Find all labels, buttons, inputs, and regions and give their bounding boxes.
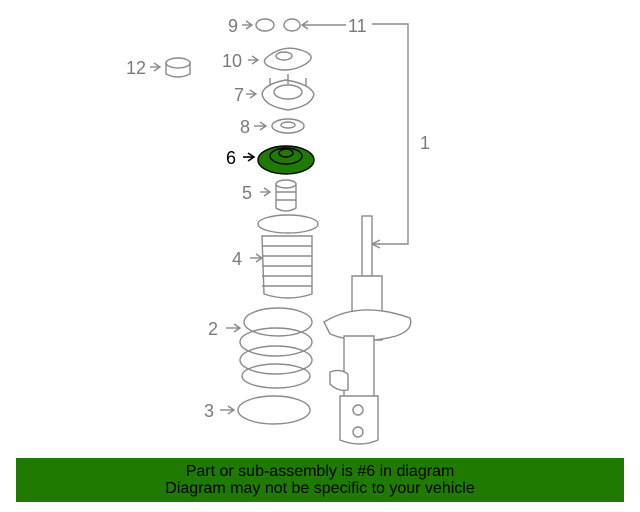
part-2-coil-spring <box>226 307 313 389</box>
banner-disclaimer: Diagram may not be specific to your vehi… <box>165 480 475 497</box>
banner-part-note: Part or sub-assembly is #6 in diagram <box>185 463 455 480</box>
callout-1-bracket <box>372 23 409 245</box>
part-5-bump-stop <box>260 179 297 212</box>
part-6-upper-spring-seat <box>243 145 315 175</box>
part-4-dust-boot <box>250 214 319 299</box>
callout-4: 4 <box>232 249 243 269</box>
callout-1: 1 <box>420 133 431 153</box>
callout-5: 5 <box>242 183 253 203</box>
callout-2: 2 <box>208 319 219 339</box>
part-3-spring-insulator <box>220 395 311 425</box>
part-10-mount-plate <box>248 47 312 71</box>
diagram-note-banner: Part or sub-assembly is #6 in diagram Di… <box>16 458 624 502</box>
callout-6: 6 <box>226 148 237 168</box>
callout-8: 8 <box>240 117 251 137</box>
strut-assembly-diagram <box>150 18 412 445</box>
callout-3: 3 <box>204 401 215 421</box>
callout-12: 12 <box>126 58 147 78</box>
part-8-bearing <box>254 118 305 134</box>
callout-9: 9 <box>228 16 239 36</box>
part-7-strut-mount <box>246 74 315 111</box>
callout-7: 7 <box>234 85 245 105</box>
part-9-seal <box>242 18 275 32</box>
part-1-strut <box>323 215 412 445</box>
part-11-seal <box>283 18 346 32</box>
part-12-cap <box>150 57 191 78</box>
callout-10: 10 <box>222 51 243 71</box>
callout-11: 11 <box>348 16 367 36</box>
